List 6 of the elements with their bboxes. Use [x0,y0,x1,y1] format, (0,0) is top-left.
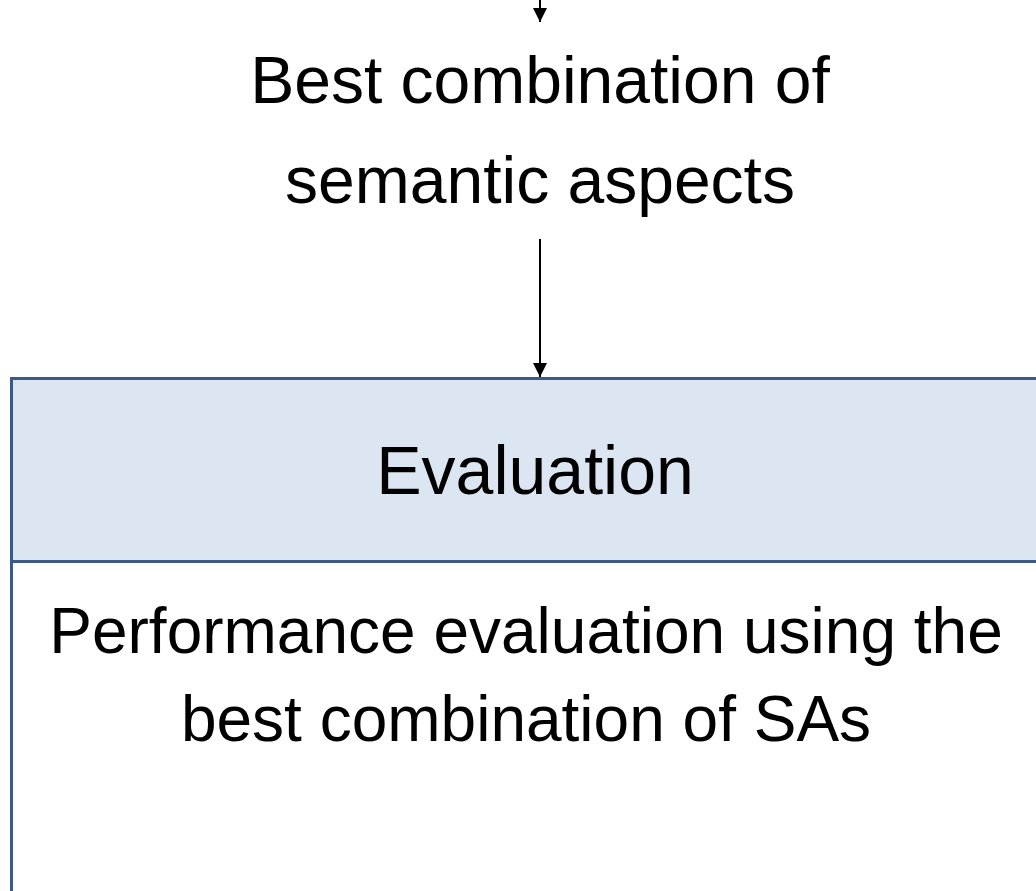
arrow [533,238,547,378]
arrow [533,0,547,23]
panel-body-text: Performance evaluation using the best combination of SAs [48,594,1004,757]
result-text: Best combination of semantic aspects [249,41,831,219]
evaluation-panel [10,377,1036,891]
panel-header: Evaluation [13,380,1036,563]
